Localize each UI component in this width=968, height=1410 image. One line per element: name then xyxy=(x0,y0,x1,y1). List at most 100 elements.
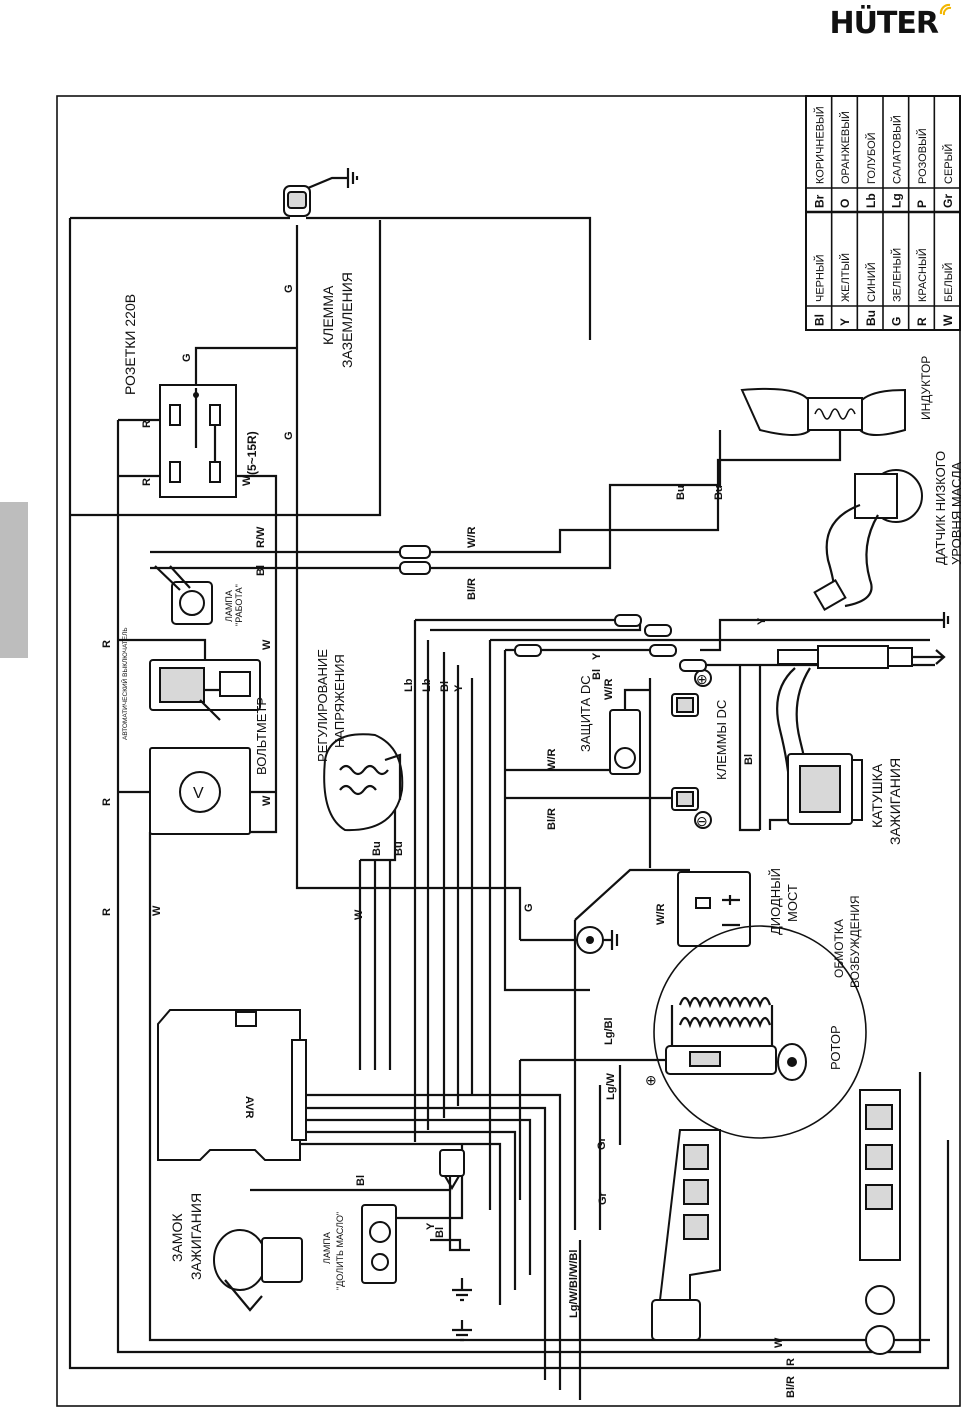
wire-label-y: Y xyxy=(425,1222,437,1230)
wire-label-wr: W/R xyxy=(603,679,615,700)
wire-label-lgw: Lg/W xyxy=(605,1073,617,1100)
wire-label-r: R xyxy=(785,1358,797,1366)
wire-label-r: R xyxy=(101,640,113,648)
label-rotor: РОТОР xyxy=(828,1025,843,1070)
label-ignition-lock-1: ЗАМОК xyxy=(169,1213,185,1262)
wire-label-r: R xyxy=(101,908,113,916)
label-voltage-reg-2: НАПРЯЖЕНИЯ xyxy=(332,654,347,748)
wire-label-wr: W/R xyxy=(466,527,478,548)
label-excitation-1: ОБМОТКА xyxy=(832,919,846,978)
legend-right-code: Lg xyxy=(889,193,903,208)
legend-left-code: R xyxy=(915,317,929,326)
legend-left-name: СИНИЙ xyxy=(865,262,878,302)
wire-label-blr: Bl/R xyxy=(785,1376,797,1398)
legend-left-name: ЖЕЛТЫЙ xyxy=(839,253,852,302)
legend-left-name: БЕЛЫЙ xyxy=(942,263,955,302)
wire-label-r: R xyxy=(141,478,153,486)
label-dc-terminals: КЛЕММЫ DC xyxy=(714,700,729,780)
legend-left-name: ЧЕРНЫЙ xyxy=(813,254,826,302)
wire-label-bu: Bu xyxy=(713,485,725,500)
label-excitation-2: ВОЗБУЖДЕНИЯ xyxy=(848,895,862,988)
label-oil-lamp-2: "ДОЛИТЬ МАСЛО" xyxy=(335,1212,345,1290)
legend-right-code: O xyxy=(838,199,852,208)
wire-label-bl: Bl xyxy=(743,754,755,765)
voltmeter xyxy=(118,747,276,835)
wire-label-y: Y xyxy=(756,617,768,625)
legend-left-code: Y xyxy=(838,318,852,326)
legend-left-code: W xyxy=(941,314,955,326)
wire-label-bl: Bl xyxy=(255,565,267,576)
label-oil-lamp-1: ЛАМПА xyxy=(322,1232,332,1264)
wire-label-w: W xyxy=(353,909,365,920)
wire-label-wr: W/R xyxy=(546,749,558,770)
wire-label-lb: Lb xyxy=(403,678,415,692)
legend-right-name: ОРАНЖЕВЫЙ xyxy=(839,111,852,184)
label-ignition-coil-2: ЗАЖИГАНИЯ xyxy=(887,758,903,845)
label-diode-bridge-2: МОСТ xyxy=(785,884,800,922)
page-side-tab xyxy=(0,502,28,658)
wire-label-w: W xyxy=(261,639,273,650)
label-oil-sensor-2: УРОВНЯ МАСЛА xyxy=(949,461,964,565)
color-legend: BlЧЕРНЫЙBrКОРИЧНЕВЫЙYЖЕЛТЫЙOОРАНЖЕВЫЙBuС… xyxy=(805,95,961,331)
label-outlet-type: (5~15R) xyxy=(245,431,259,475)
wire-label-g: G xyxy=(283,431,295,440)
label-avr: AVR xyxy=(243,1096,255,1118)
dc-plus-symbol: ⊕ xyxy=(696,671,708,687)
ground-lug xyxy=(520,926,619,954)
wire-label-r: R xyxy=(101,798,113,806)
wire-label-bu: Bu xyxy=(675,485,687,500)
legend-right-name: РОЗОВЫЙ xyxy=(916,128,929,184)
ground-terminal xyxy=(283,168,359,217)
label-oil-sensor-1: ДАТЧИК НИЗКОГО xyxy=(933,451,948,565)
label-voltmeter: ВОЛЬТМЕТР xyxy=(254,697,269,775)
rotor-plus-symbol: ⊕ xyxy=(645,1072,657,1088)
label-inductor: ИНДУКТОР xyxy=(919,356,933,420)
ignition-coil xyxy=(758,665,863,830)
rotor-assembly xyxy=(653,925,867,1139)
legend-left-name: КРАСНЫЙ xyxy=(916,248,929,302)
wire-label-wr: W/R xyxy=(655,904,667,925)
wire-label-lb: Lb xyxy=(421,678,433,692)
wire-label-w: W xyxy=(773,1337,785,1348)
wire-label-bl: Bl xyxy=(591,669,603,680)
legend-right-code: Gr xyxy=(941,194,955,208)
diode-bridge xyxy=(677,871,751,947)
wire-label-lgbl: Lg/Bl xyxy=(603,1018,615,1046)
legend-right-code: Br xyxy=(812,194,826,208)
avr-module xyxy=(157,1009,307,1161)
legend-right-code: Lb xyxy=(864,193,878,208)
wire-label-g: G xyxy=(181,353,193,362)
legend-right-name: СЕРЫЙ xyxy=(942,144,955,184)
inline-connectors xyxy=(399,545,707,672)
connector-plug xyxy=(439,1149,465,1191)
dc-terminal-negative xyxy=(671,787,712,829)
label-run-lamp-2: "РАБОТА" xyxy=(234,584,244,626)
voltage-regulator xyxy=(323,733,404,832)
label-ignition-lock-2: ЗАЖИГАНИЯ xyxy=(188,1193,204,1280)
label-diode-bridge-1: ДИОДНЫЙ xyxy=(768,868,783,935)
wire-label-bl: Bl xyxy=(439,681,451,692)
label-ignition-coil-1: КАТУШКА xyxy=(869,763,885,828)
legend-left-code: G xyxy=(889,317,903,326)
wire-label-w: W xyxy=(241,475,253,486)
spark-plug xyxy=(777,645,946,669)
inductor xyxy=(740,387,906,436)
stator-terminal-block-right xyxy=(859,1089,901,1355)
voltmeter-symbol: V xyxy=(193,785,204,802)
wire-label-gr: Gr xyxy=(596,1136,608,1150)
wire-label-bl: Bl xyxy=(434,1227,446,1238)
stator-terminal-block-left xyxy=(651,1129,721,1341)
logo-text: HÜTER xyxy=(829,6,939,41)
wire-label-lgwbwbl: Lg/W/Bl/W/Bl xyxy=(568,1250,580,1318)
ground-symbol xyxy=(452,612,950,1342)
legend-left-code: Bl xyxy=(812,314,826,326)
logo-spark-icon xyxy=(939,3,952,16)
dc-terminal-positive xyxy=(671,669,712,717)
wire-label-w: W xyxy=(261,795,273,806)
wire-label-bl: Bl xyxy=(355,1175,367,1186)
wire-label-blr: Bl/R xyxy=(466,578,478,600)
outlet-block xyxy=(159,384,237,498)
wire-label-y: Y xyxy=(453,684,465,692)
legend-left-code: Bu xyxy=(864,310,878,326)
